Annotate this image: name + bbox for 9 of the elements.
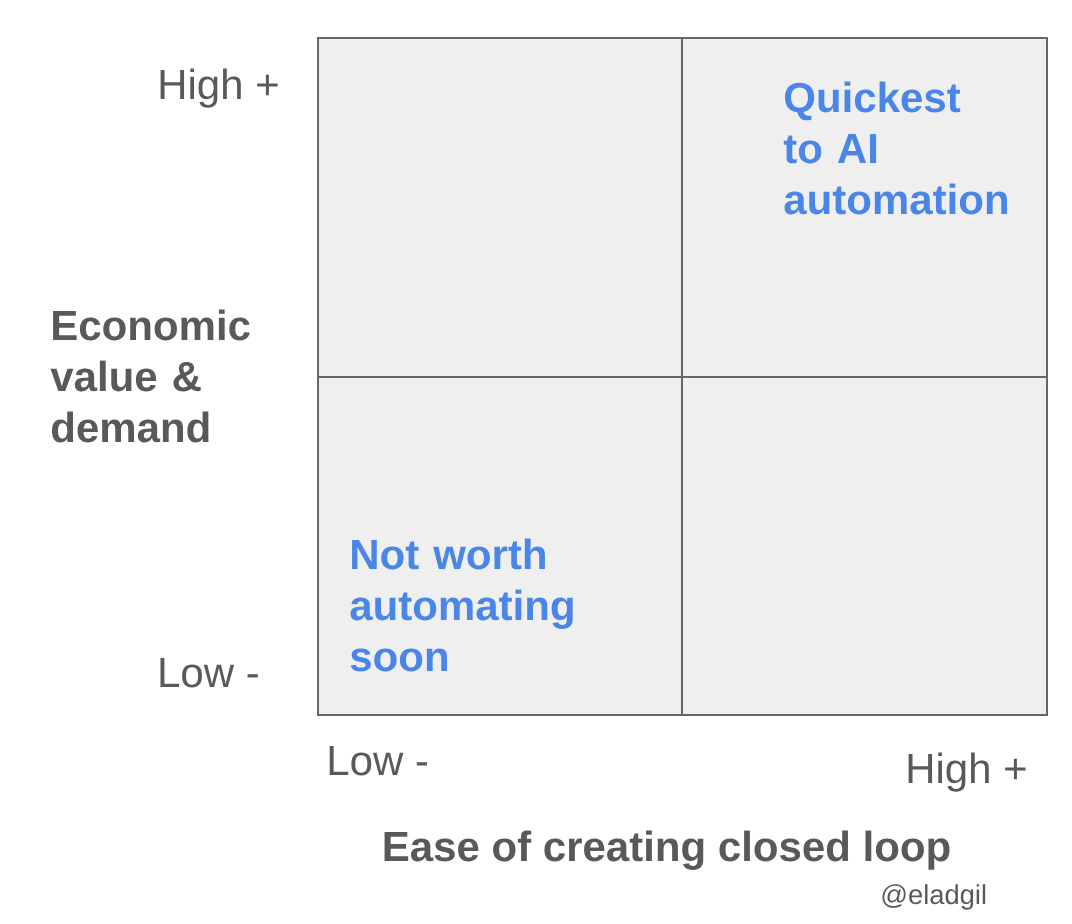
axis-title: Ease of creating closed loop (384, 830, 950, 870)
quadrant-box: Quickest to AI automation (681, 37, 1048, 378)
axis-title: Economic value & demand (50, 309, 250, 443)
credit-text: @eladgil (882, 884, 986, 910)
quadrant-box (681, 376, 1048, 716)
axis-tick-label: Low - (160, 658, 258, 688)
axis-tick-label: High + (160, 68, 278, 108)
quadrant-box: Not worth automating soon (317, 376, 683, 716)
quadrant-box (317, 37, 683, 378)
